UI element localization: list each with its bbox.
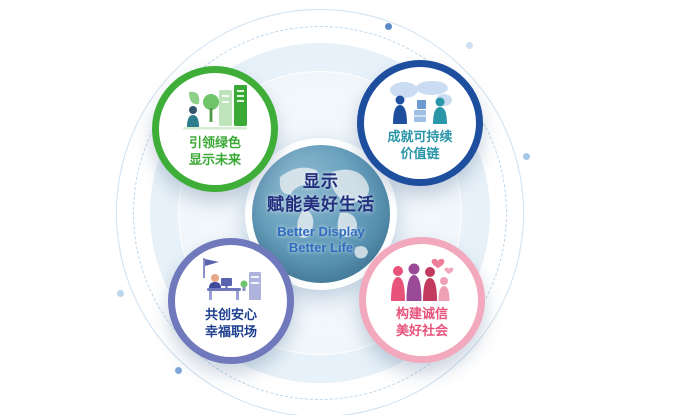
global-trade-icon [384, 78, 456, 126]
blue-bubble-label: 成就可持续 价值链 [387, 129, 452, 163]
bubble-happy-workplace: 共创安心 幸福职场 [168, 238, 294, 364]
green-label-line2: 显示未来 [188, 151, 241, 167]
globe-continents-icon [279, 167, 370, 259]
bubble-trustworthy-society: 构建诚信 美好社会 [359, 237, 485, 363]
pink-label-line2: 美好社会 [395, 322, 448, 338]
pink-label-line1: 构建诚信 [395, 306, 448, 321]
center-title-line1: 显示 [303, 172, 339, 192]
green-bubble-label: 引领绿色 显示未来 [189, 135, 241, 169]
ring-dot [175, 367, 182, 374]
purple-label-line2: 幸福职场 [204, 323, 257, 339]
office-workplace-icon [195, 256, 267, 304]
green-label-line1: 引领绿色 [188, 135, 241, 150]
background-ring-outer [116, 9, 524, 415]
purple-label-line1: 共创安心 [204, 307, 257, 322]
center-mission-text: 显示 赋能美好生活 Better Display Better Life [267, 171, 375, 256]
bubble-sustainable-value-chain: 成就可持续 价值链 [357, 60, 483, 186]
pink-bubble-label: 构建诚信 美好社会 [396, 306, 448, 340]
blue-label-line2: 价值链 [400, 145, 440, 161]
center-title-line2: 赋能美好生活 [267, 195, 375, 215]
blue-label-line1: 成就可持续 [387, 129, 453, 144]
bubble-green-display-future: 引领绿色 显示未来 [152, 66, 278, 192]
green-city-icon [179, 84, 251, 132]
ring-dot [523, 153, 530, 160]
community-people-icon [386, 255, 458, 303]
ring-dot [385, 23, 392, 30]
background-ring-dashed [133, 26, 507, 400]
purple-bubble-label: 共创安心 幸福职场 [205, 307, 257, 341]
ring-dot [466, 42, 473, 49]
center-subtitle-line2: Better Life [288, 240, 354, 256]
ring-dot [117, 290, 124, 297]
center-subtitle-line1: Better Display [277, 224, 365, 240]
